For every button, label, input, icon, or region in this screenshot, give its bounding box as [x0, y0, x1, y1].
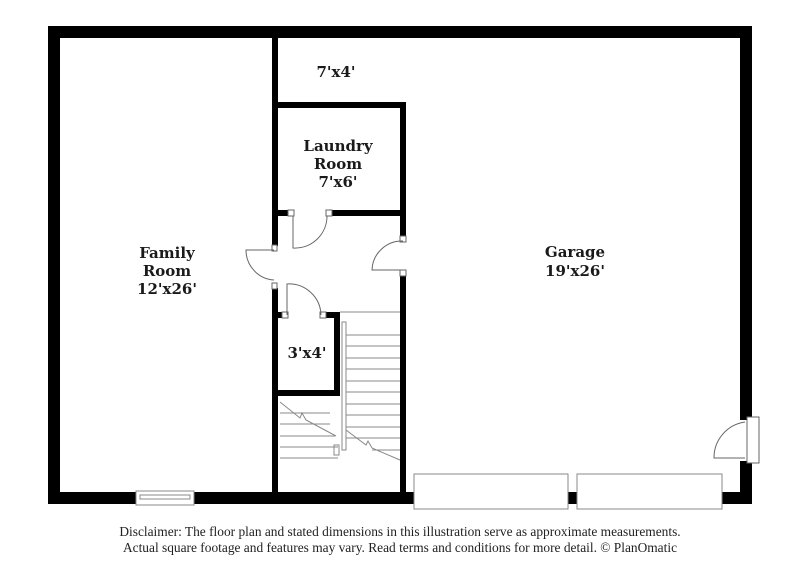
closet-top-dimensions: 7'x4'	[316, 63, 355, 81]
garage-doors-and-windows	[135, 473, 723, 510]
outer-walls	[48, 26, 752, 504]
interior-walls	[272, 32, 406, 494]
laundry-room-name-1: Laundry	[303, 137, 373, 155]
family-room-name-1: Family	[139, 244, 196, 262]
disclaimer-line-1: Disclaimer: The floor plan and stated di…	[119, 524, 681, 539]
family-room-dimensions: 12'x26'	[137, 280, 197, 298]
laundry-room-name-2: Room	[314, 155, 362, 173]
garage-dimensions: 19'x26'	[545, 262, 605, 280]
garage-name: Garage	[545, 243, 605, 261]
family-room-name-2: Room	[143, 262, 191, 280]
doors	[245, 209, 760, 464]
stairs	[279, 311, 401, 461]
disclaimer-line-2: Actual square footage and features may v…	[122, 540, 678, 555]
closet-small-dimensions: 3'x4'	[287, 344, 326, 362]
laundry-room-dimensions: 7'x6'	[318, 173, 357, 191]
disclaimer: Disclaimer: The floor plan and stated di…	[0, 524, 800, 556]
room-labels: Family Room 12'x26' 7'x4' Laundry Room 7…	[137, 63, 605, 362]
floor-plan: Family Room 12'x26' 7'x4' Laundry Room 7…	[48, 26, 760, 510]
